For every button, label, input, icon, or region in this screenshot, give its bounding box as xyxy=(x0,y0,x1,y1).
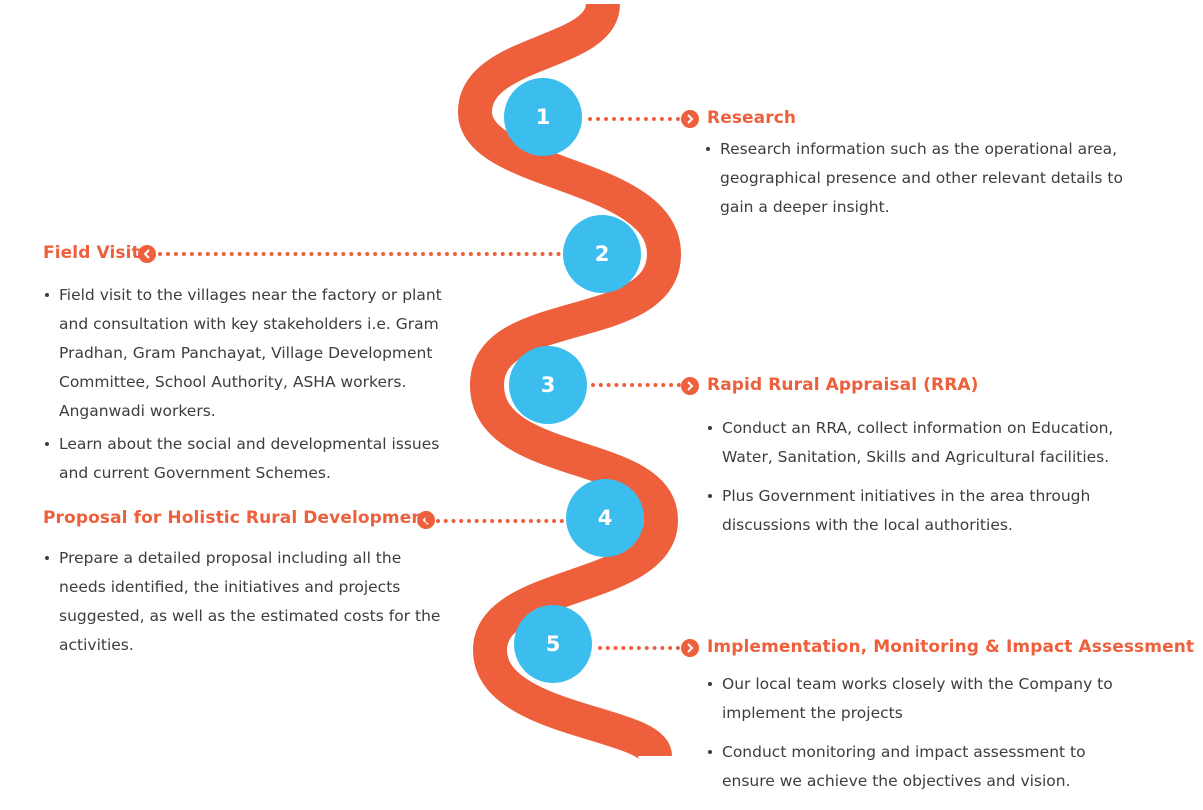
chevron-left-icon xyxy=(417,511,435,529)
chevron-right-icon xyxy=(681,110,699,128)
step-4-connector xyxy=(436,519,564,523)
step-2-title: Field Visit xyxy=(43,243,140,263)
step-1-connector xyxy=(588,117,680,121)
step-4-node: 4 xyxy=(566,479,644,557)
list-item: Prepare a detailed proposal including al… xyxy=(43,544,443,660)
list-item: Plus Government initiatives in the area … xyxy=(706,482,1146,540)
step-5-details: Our local team works closely with the Co… xyxy=(706,670,1136,796)
list-item: Learn about the social and developmental… xyxy=(43,430,458,488)
step-1-details: Research information such as the operati… xyxy=(704,135,1154,222)
chevron-left-icon xyxy=(138,245,156,263)
list-item: Research information such as the operati… xyxy=(704,135,1154,222)
step-1-node: 1 xyxy=(504,78,582,156)
step-4-title: Proposal for Holistic Rural Development xyxy=(43,508,432,528)
step-3-node: 3 xyxy=(509,346,587,424)
step-5-node: 5 xyxy=(514,605,592,683)
step-5-connector xyxy=(598,646,680,650)
step-2-connector xyxy=(158,252,561,256)
step-4-details: Prepare a detailed proposal including al… xyxy=(43,544,443,660)
step-3-title: Rapid Rural Appraisal (RRA) xyxy=(707,375,979,395)
list-item: Conduct monitoring and impact assessment… xyxy=(706,738,1136,796)
chevron-right-icon xyxy=(681,639,699,657)
step-1-title: Research xyxy=(707,108,797,128)
step-5-title: Implementation, Monitoring & Impact Asse… xyxy=(707,637,1195,657)
step-2-node: 2 xyxy=(563,215,641,293)
step-3-details: Conduct an RRA, collect information on E… xyxy=(706,414,1146,540)
list-item: Conduct an RRA, collect information on E… xyxy=(706,414,1146,472)
step-2-details: Field visit to the villages near the fac… xyxy=(43,281,458,488)
step-3-connector xyxy=(591,383,681,387)
chevron-right-icon xyxy=(681,377,699,395)
list-item: Our local team works closely with the Co… xyxy=(706,670,1136,728)
list-item: Field visit to the villages near the fac… xyxy=(43,281,458,426)
